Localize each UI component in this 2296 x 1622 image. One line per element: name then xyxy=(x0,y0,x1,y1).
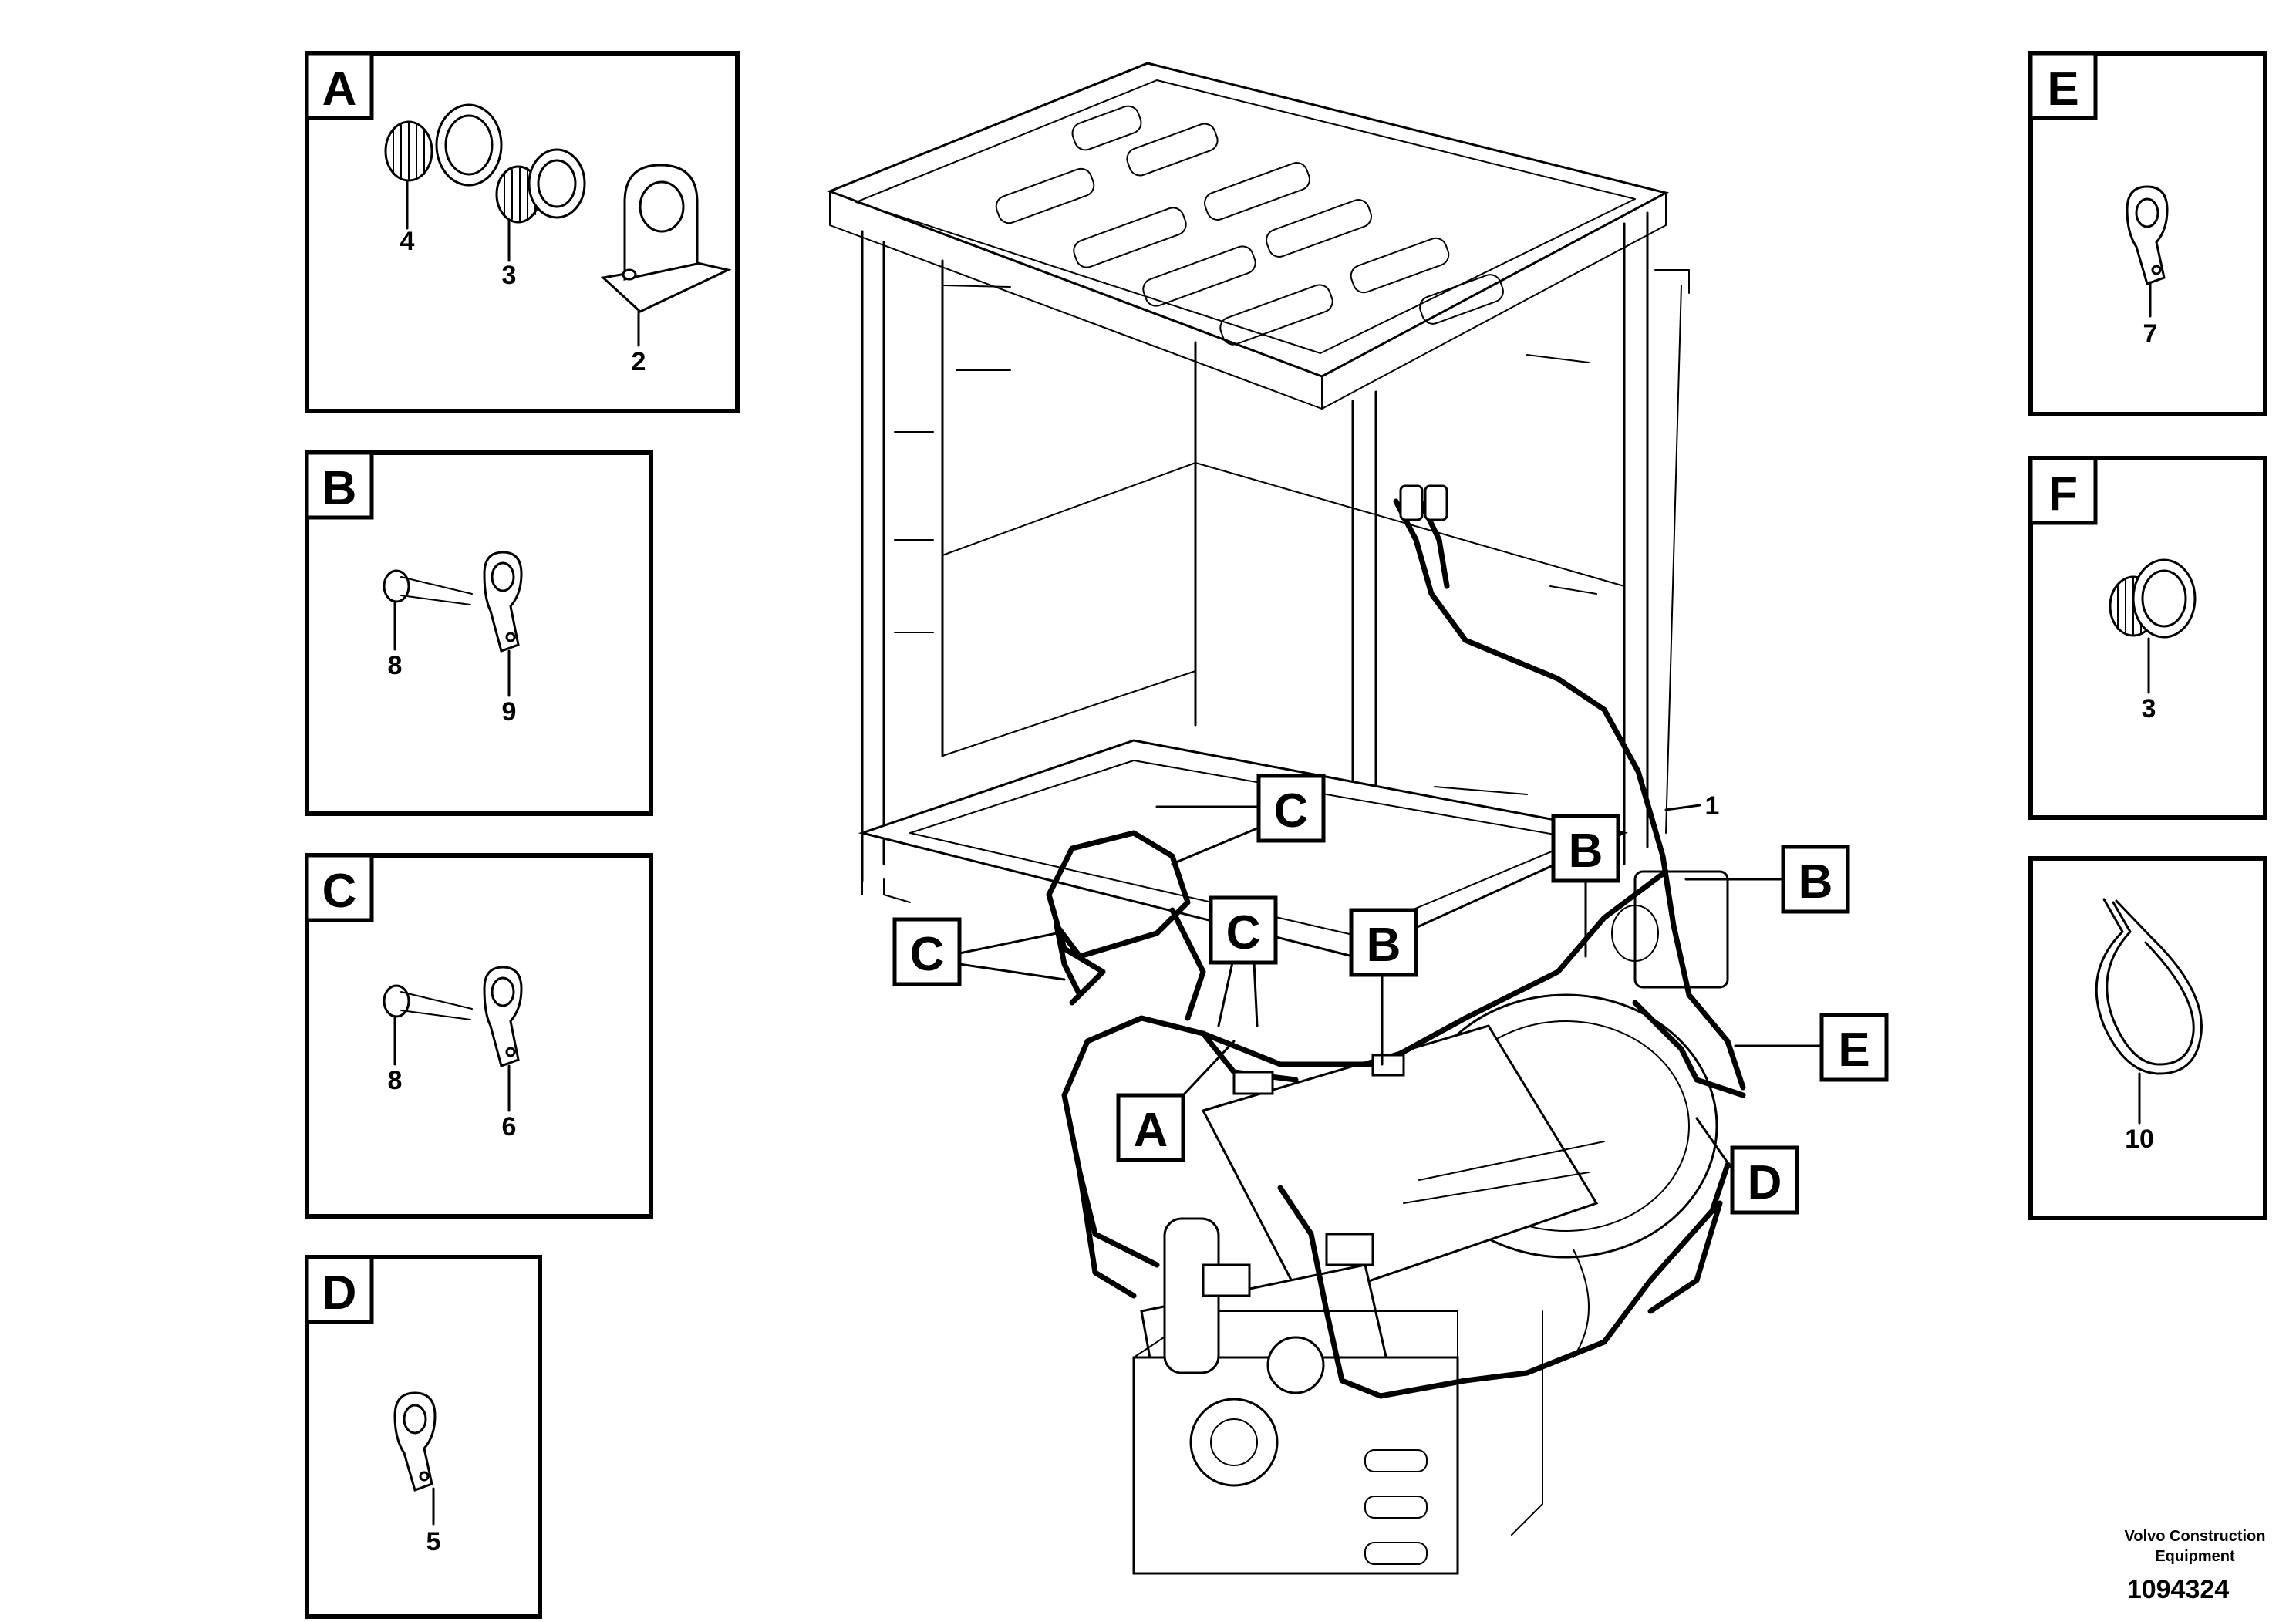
callouts: C C C B B B xyxy=(892,774,1889,1215)
transmission-assembly xyxy=(1132,870,1729,1575)
brand-line-1: Volvo Construction xyxy=(2125,1528,2266,1545)
drawing-footer: Volvo Construction Equipment 1094324 xyxy=(2125,1528,2266,1604)
cab-frame xyxy=(826,62,1690,958)
callout-b-middle: B xyxy=(1349,908,1418,977)
part-number-8: 8 xyxy=(388,651,403,680)
callout-b-right: B xyxy=(1781,845,1850,914)
cable-harness xyxy=(1046,484,1746,1399)
detail-box-a: A 4 3 2 xyxy=(305,51,740,413)
svg-text:A: A xyxy=(1134,1104,1168,1157)
p-clamp-icon xyxy=(483,551,523,653)
detail-box-e: E 7 xyxy=(2028,51,2267,416)
brand-line-2: Equipment xyxy=(2155,1548,2235,1565)
mounting-bracket-icon xyxy=(600,164,732,313)
detail-box-cable-tie: 10 xyxy=(2028,856,2267,1220)
detail-letter-e: E xyxy=(2047,62,2079,116)
ribbed-nut-icon xyxy=(2109,558,2197,639)
part-number-10: 10 xyxy=(2125,1125,2154,1154)
detail-letter-b: B xyxy=(322,462,357,515)
detail-letter-a: A xyxy=(322,62,357,116)
callout-e: E xyxy=(1819,1013,1889,1082)
callout-c-middle: C xyxy=(1209,895,1278,965)
p-clamp-icon xyxy=(2126,185,2169,285)
svg-text:B: B xyxy=(1367,919,1401,972)
part-number-6: 6 xyxy=(502,1112,517,1141)
svg-text:B: B xyxy=(1799,855,1833,909)
bolt-icon xyxy=(383,569,473,605)
bolt-icon xyxy=(383,984,473,1020)
ribbed-nut-icon xyxy=(495,148,586,224)
callout-c-left: C xyxy=(892,917,962,986)
detail-letter-f: F xyxy=(2048,467,2078,521)
part-number-8-c: 8 xyxy=(388,1066,403,1095)
cable-tie-icon xyxy=(2095,898,2203,1075)
part-number-3: 3 xyxy=(502,261,517,290)
svg-text:C: C xyxy=(1226,906,1261,959)
callout-a: A xyxy=(1116,1093,1185,1162)
part-number-4: 4 xyxy=(400,227,415,256)
svg-text:C: C xyxy=(1274,784,1309,838)
part-number-1: 1 xyxy=(1705,791,1720,821)
ribbed-nut-icon xyxy=(384,103,503,187)
part-number-2: 2 xyxy=(632,347,646,376)
part-number-5: 5 xyxy=(426,1527,441,1556)
p-clamp-icon xyxy=(483,966,523,1067)
detail-letter-d: D xyxy=(322,1266,357,1320)
detail-box-f: F 3 xyxy=(2028,456,2267,820)
part-number-9: 9 xyxy=(502,697,517,727)
p-clamp-icon xyxy=(393,1391,437,1492)
detail-box-d: D 5 xyxy=(305,1255,542,1619)
part-number-3-f: 3 xyxy=(2142,694,2156,723)
detail-box-c: C 8 6 xyxy=(305,853,653,1219)
svg-text:C: C xyxy=(910,928,945,981)
drawing-number: 1094324 xyxy=(2127,1575,2229,1604)
roof-panel-pattern xyxy=(995,105,1504,346)
part-number-7: 7 xyxy=(2143,319,2158,349)
callout-b-upper: B xyxy=(1551,814,1620,883)
callout-d: D xyxy=(1730,1145,1799,1215)
detail-box-b: B 8 9 xyxy=(305,450,653,816)
svg-text:D: D xyxy=(1748,1156,1782,1209)
svg-text:B: B xyxy=(1569,824,1603,878)
detail-letter-c: C xyxy=(322,865,357,918)
svg-text:E: E xyxy=(1838,1023,1870,1077)
callout-c-upper: C xyxy=(1256,774,1326,843)
